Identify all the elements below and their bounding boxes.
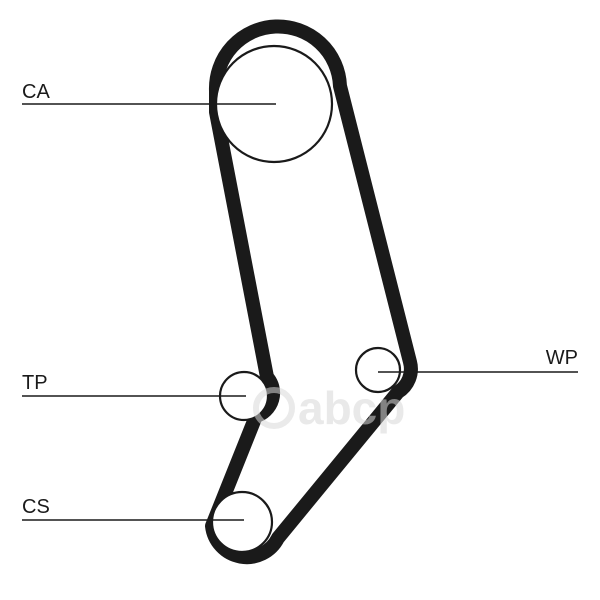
watermark-logo: abcp [253, 382, 405, 434]
water-pump-pulley [354, 346, 402, 394]
ca-label: CA [22, 81, 50, 103]
wp-label: WP [546, 347, 578, 369]
cs-label: CS [22, 496, 50, 518]
watermark-text: abcp [298, 382, 405, 434]
crankshaft-pulley [210, 490, 274, 554]
tp-label: TP [22, 372, 48, 394]
